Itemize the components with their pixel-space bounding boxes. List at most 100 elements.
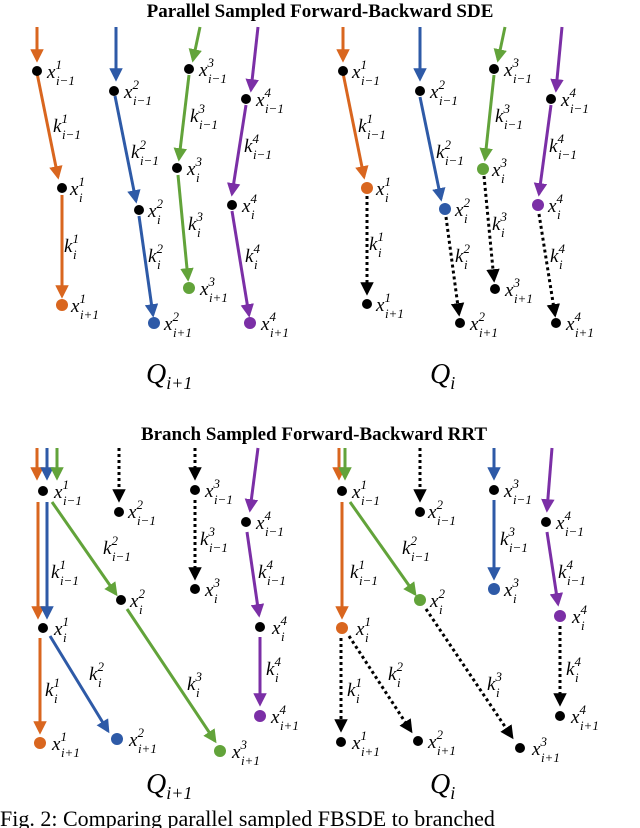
edge-green: [348, 501, 417, 597]
node: [337, 486, 347, 496]
edge-purple: [227, 104, 248, 197]
edge-green: [125, 608, 217, 744]
top-title: Parallel Sampled Forward-Backward SDE: [147, 1, 494, 22]
node: [555, 711, 565, 721]
node: [551, 318, 561, 328]
node: [489, 485, 499, 495]
node-purple: [532, 199, 544, 211]
node-purple: [244, 317, 256, 329]
node: [190, 584, 200, 594]
node-green: [477, 163, 489, 175]
node: [116, 595, 126, 605]
edge-green: [479, 74, 496, 162]
edge-blue: [113, 95, 141, 204]
node: [515, 743, 525, 753]
edge-blue: [48, 635, 110, 734]
node-green: [214, 745, 226, 757]
node: [38, 623, 48, 633]
node-orange: [361, 182, 373, 194]
edge-purple: [533, 104, 553, 197]
node-orange: [56, 299, 68, 311]
node: [241, 94, 251, 104]
q-next-label-bottom: Qi+1: [146, 769, 192, 803]
edge-blue: [137, 215, 159, 318]
bottom-title: Branch Sampled Forward-Backward RRT: [141, 424, 487, 445]
edge-dotted: [347, 635, 413, 734]
q-next-label-top: Qi+1: [146, 359, 192, 393]
edge-purple: [230, 210, 254, 318]
node-blue: [439, 203, 451, 215]
node-green: [414, 594, 426, 606]
node: [227, 200, 237, 210]
edge-dotted: [424, 608, 514, 740]
node: [114, 507, 124, 517]
node: [415, 507, 425, 517]
node: [38, 486, 48, 496]
node-orange: [34, 737, 46, 749]
edge-purple: [545, 531, 564, 607]
edge-blue: [418, 96, 446, 202]
edge-purple: [244, 447, 260, 513]
node: [336, 737, 346, 747]
edge-green: [176, 174, 194, 282]
node: [541, 517, 551, 527]
node: [338, 66, 348, 76]
node-orange: [336, 622, 348, 634]
node: [490, 284, 500, 294]
